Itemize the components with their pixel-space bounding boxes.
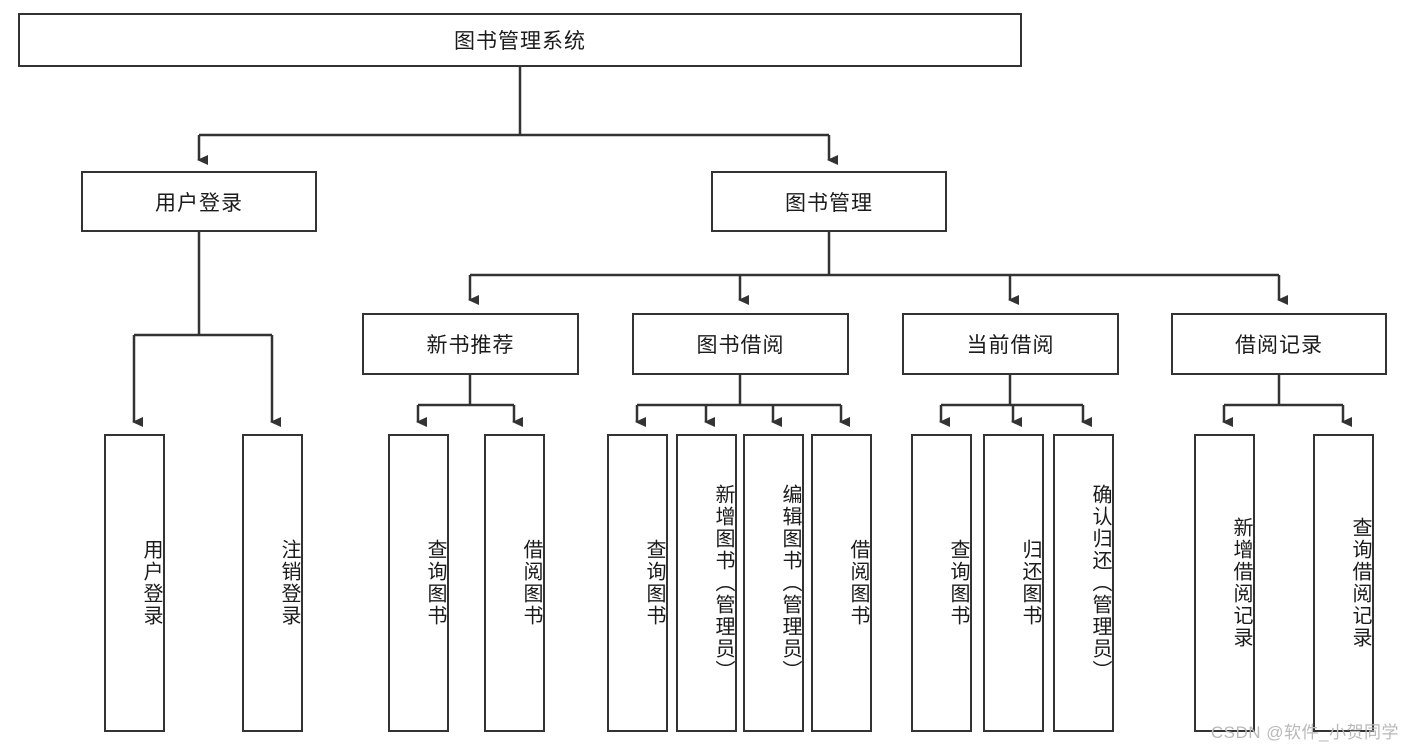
node-leaf-query-book-br[interactable]: 查询图书 — [607, 434, 668, 732]
node-user-login[interactable]: 用户登录 — [81, 171, 317, 232]
node-leaf-borrow-book-br-label: 借阅图书 — [847, 539, 869, 627]
node-leaf-confirm-return[interactable]: 确认归还（管理员） — [1053, 434, 1114, 732]
node-leaf-query-borrow-record-label: 查询借阅记录 — [1349, 517, 1371, 649]
node-new-book-recommend[interactable]: 新书推荐 — [362, 313, 579, 375]
node-leaf-query-book-rec[interactable]: 查询图书 — [388, 434, 449, 732]
node-leaf-query-book-cb[interactable]: 查询图书 — [911, 434, 972, 732]
node-book-manage-label: 图书管理 — [785, 191, 873, 215]
node-leaf-add-borrow-record-label: 新增借阅记录 — [1230, 517, 1252, 649]
node-leaf-edit-book[interactable]: 编辑图书（管理员） — [743, 434, 804, 732]
csdn-watermark: CSDN @软件_小贺同学 — [1210, 723, 1399, 742]
node-leaf-user-login-label: 用户登录 — [140, 539, 162, 627]
node-leaf-add-borrow-record[interactable]: 新增借阅记录 — [1194, 434, 1255, 732]
node-leaf-borrow-book-rec[interactable]: 借阅图书 — [484, 434, 545, 732]
node-leaf-query-book-rec-label: 查询图书 — [424, 539, 446, 627]
node-leaf-user-login[interactable]: 用户登录 — [104, 434, 165, 732]
node-leaf-edit-book-label: 编辑图书（管理员） — [779, 484, 801, 682]
node-current-borrow[interactable]: 当前借阅 — [902, 313, 1119, 375]
node-user-login-label: 用户登录 — [155, 191, 243, 215]
node-leaf-add-book-label: 新增图书（管理员） — [712, 484, 734, 682]
node-current-borrow-label: 当前借阅 — [966, 334, 1055, 357]
node-leaf-return-book-label: 归还图书 — [1019, 539, 1041, 627]
node-book-manage[interactable]: 图书管理 — [711, 171, 947, 232]
node-leaf-user-logout[interactable]: 注销登录 — [242, 434, 303, 732]
node-leaf-add-book[interactable]: 新增图书（管理员） — [676, 434, 737, 732]
node-leaf-borrow-book-br[interactable]: 借阅图书 — [811, 434, 872, 732]
node-new-book-recommend-label: 新书推荐 — [426, 334, 515, 357]
node-book-borrow-label: 图书借阅 — [696, 334, 785, 357]
node-borrow-record-label: 借阅记录 — [1235, 334, 1323, 357]
node-leaf-borrow-book-rec-label: 借阅图书 — [520, 539, 542, 627]
node-leaf-query-book-br-label: 查询图书 — [643, 539, 665, 627]
node-leaf-user-logout-label: 注销登录 — [278, 539, 300, 627]
node-root[interactable]: 图书管理系统 — [18, 13, 1022, 67]
node-borrow-record[interactable]: 借阅记录 — [1171, 313, 1387, 375]
node-leaf-query-borrow-record[interactable]: 查询借阅记录 — [1313, 434, 1374, 732]
node-leaf-return-book[interactable]: 归还图书 — [983, 434, 1044, 732]
node-leaf-confirm-return-label: 确认归还（管理员） — [1089, 484, 1111, 682]
node-leaf-query-book-cb-label: 查询图书 — [947, 539, 969, 627]
node-root-label: 图书管理系统 — [454, 30, 586, 53]
node-book-borrow[interactable]: 图书借阅 — [632, 313, 849, 375]
